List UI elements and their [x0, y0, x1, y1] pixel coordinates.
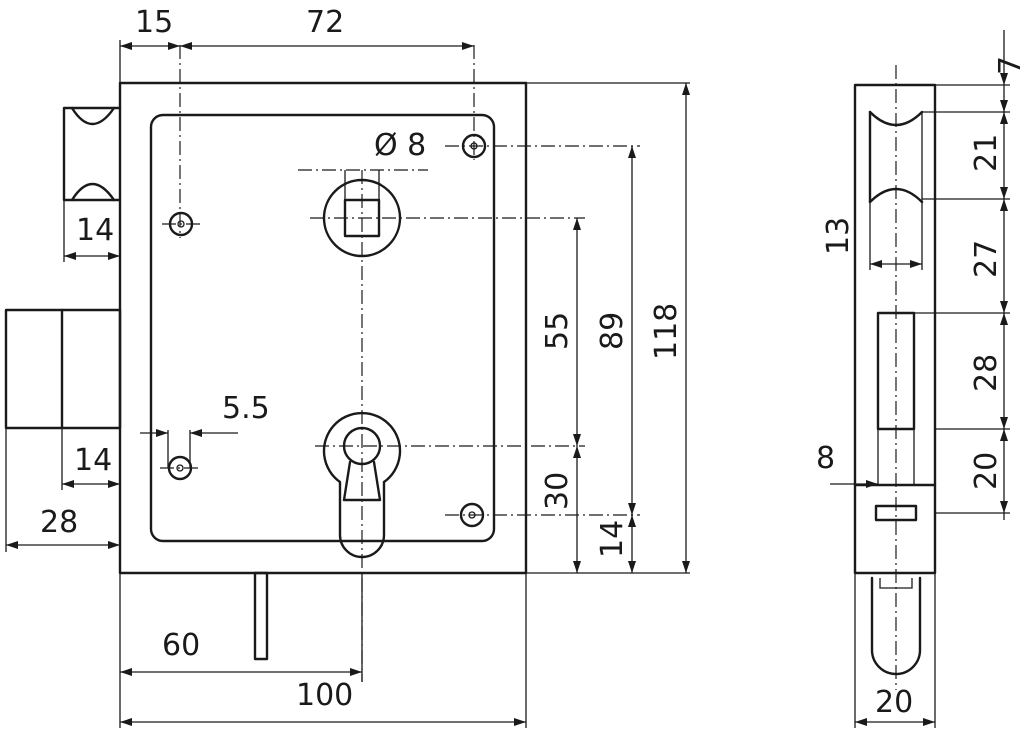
- spindle-follower: [322, 170, 402, 258]
- side-dim-label-7: 7: [993, 56, 1024, 75]
- side-dim-label-20-upper: 20: [969, 452, 1004, 490]
- dim-label-100: 100: [296, 678, 353, 713]
- mounting-holes: [160, 45, 487, 528]
- side-dim-label-8: 8: [816, 441, 835, 476]
- side-view: 7 21 13 27 28 20 8 20: [816, 30, 1024, 728]
- dim-label-55: 55: [540, 312, 575, 350]
- side-dimension-arrows: [855, 73, 1008, 726]
- dim-label-89: 89: [595, 312, 630, 350]
- keyhole: [322, 411, 402, 559]
- dim-label-bottom-14: 14: [595, 520, 630, 558]
- lock-plate-outline: [149, 113, 496, 543]
- dimension-arrows: [6, 42, 690, 726]
- front-view: 15 72 Ø 8 5.5 14 14 28 60 100 55 89 118 …: [4, 5, 690, 728]
- dim-label-60: 60: [162, 628, 200, 663]
- dim-label-15: 15: [135, 5, 173, 40]
- stem: [253, 571, 269, 661]
- lock-case-outline: [118, 81, 528, 575]
- dim-label-28: 28: [40, 505, 78, 540]
- side-dim-label-13: 13: [821, 217, 856, 255]
- dim-label-bolt-14: 14: [74, 443, 112, 478]
- dim-label-72: 72: [306, 5, 344, 40]
- side-dim-label-21: 21: [969, 134, 1004, 172]
- side-dim-label-28: 28: [969, 354, 1004, 392]
- dim-label-30: 30: [540, 472, 575, 510]
- dim-label-latch-14: 14: [76, 213, 114, 248]
- side-dim-label-20-bottom: 20: [875, 685, 913, 720]
- dim-label-5-5: 5.5: [222, 391, 270, 426]
- bolt: [4, 308, 122, 552]
- dim-label-118: 118: [649, 303, 684, 360]
- side-case-outline: [853, 83, 937, 575]
- dim-label-diameter-8: Ø 8: [374, 128, 426, 163]
- latch: [62, 106, 122, 262]
- side-dim-label-27: 27: [969, 240, 1004, 278]
